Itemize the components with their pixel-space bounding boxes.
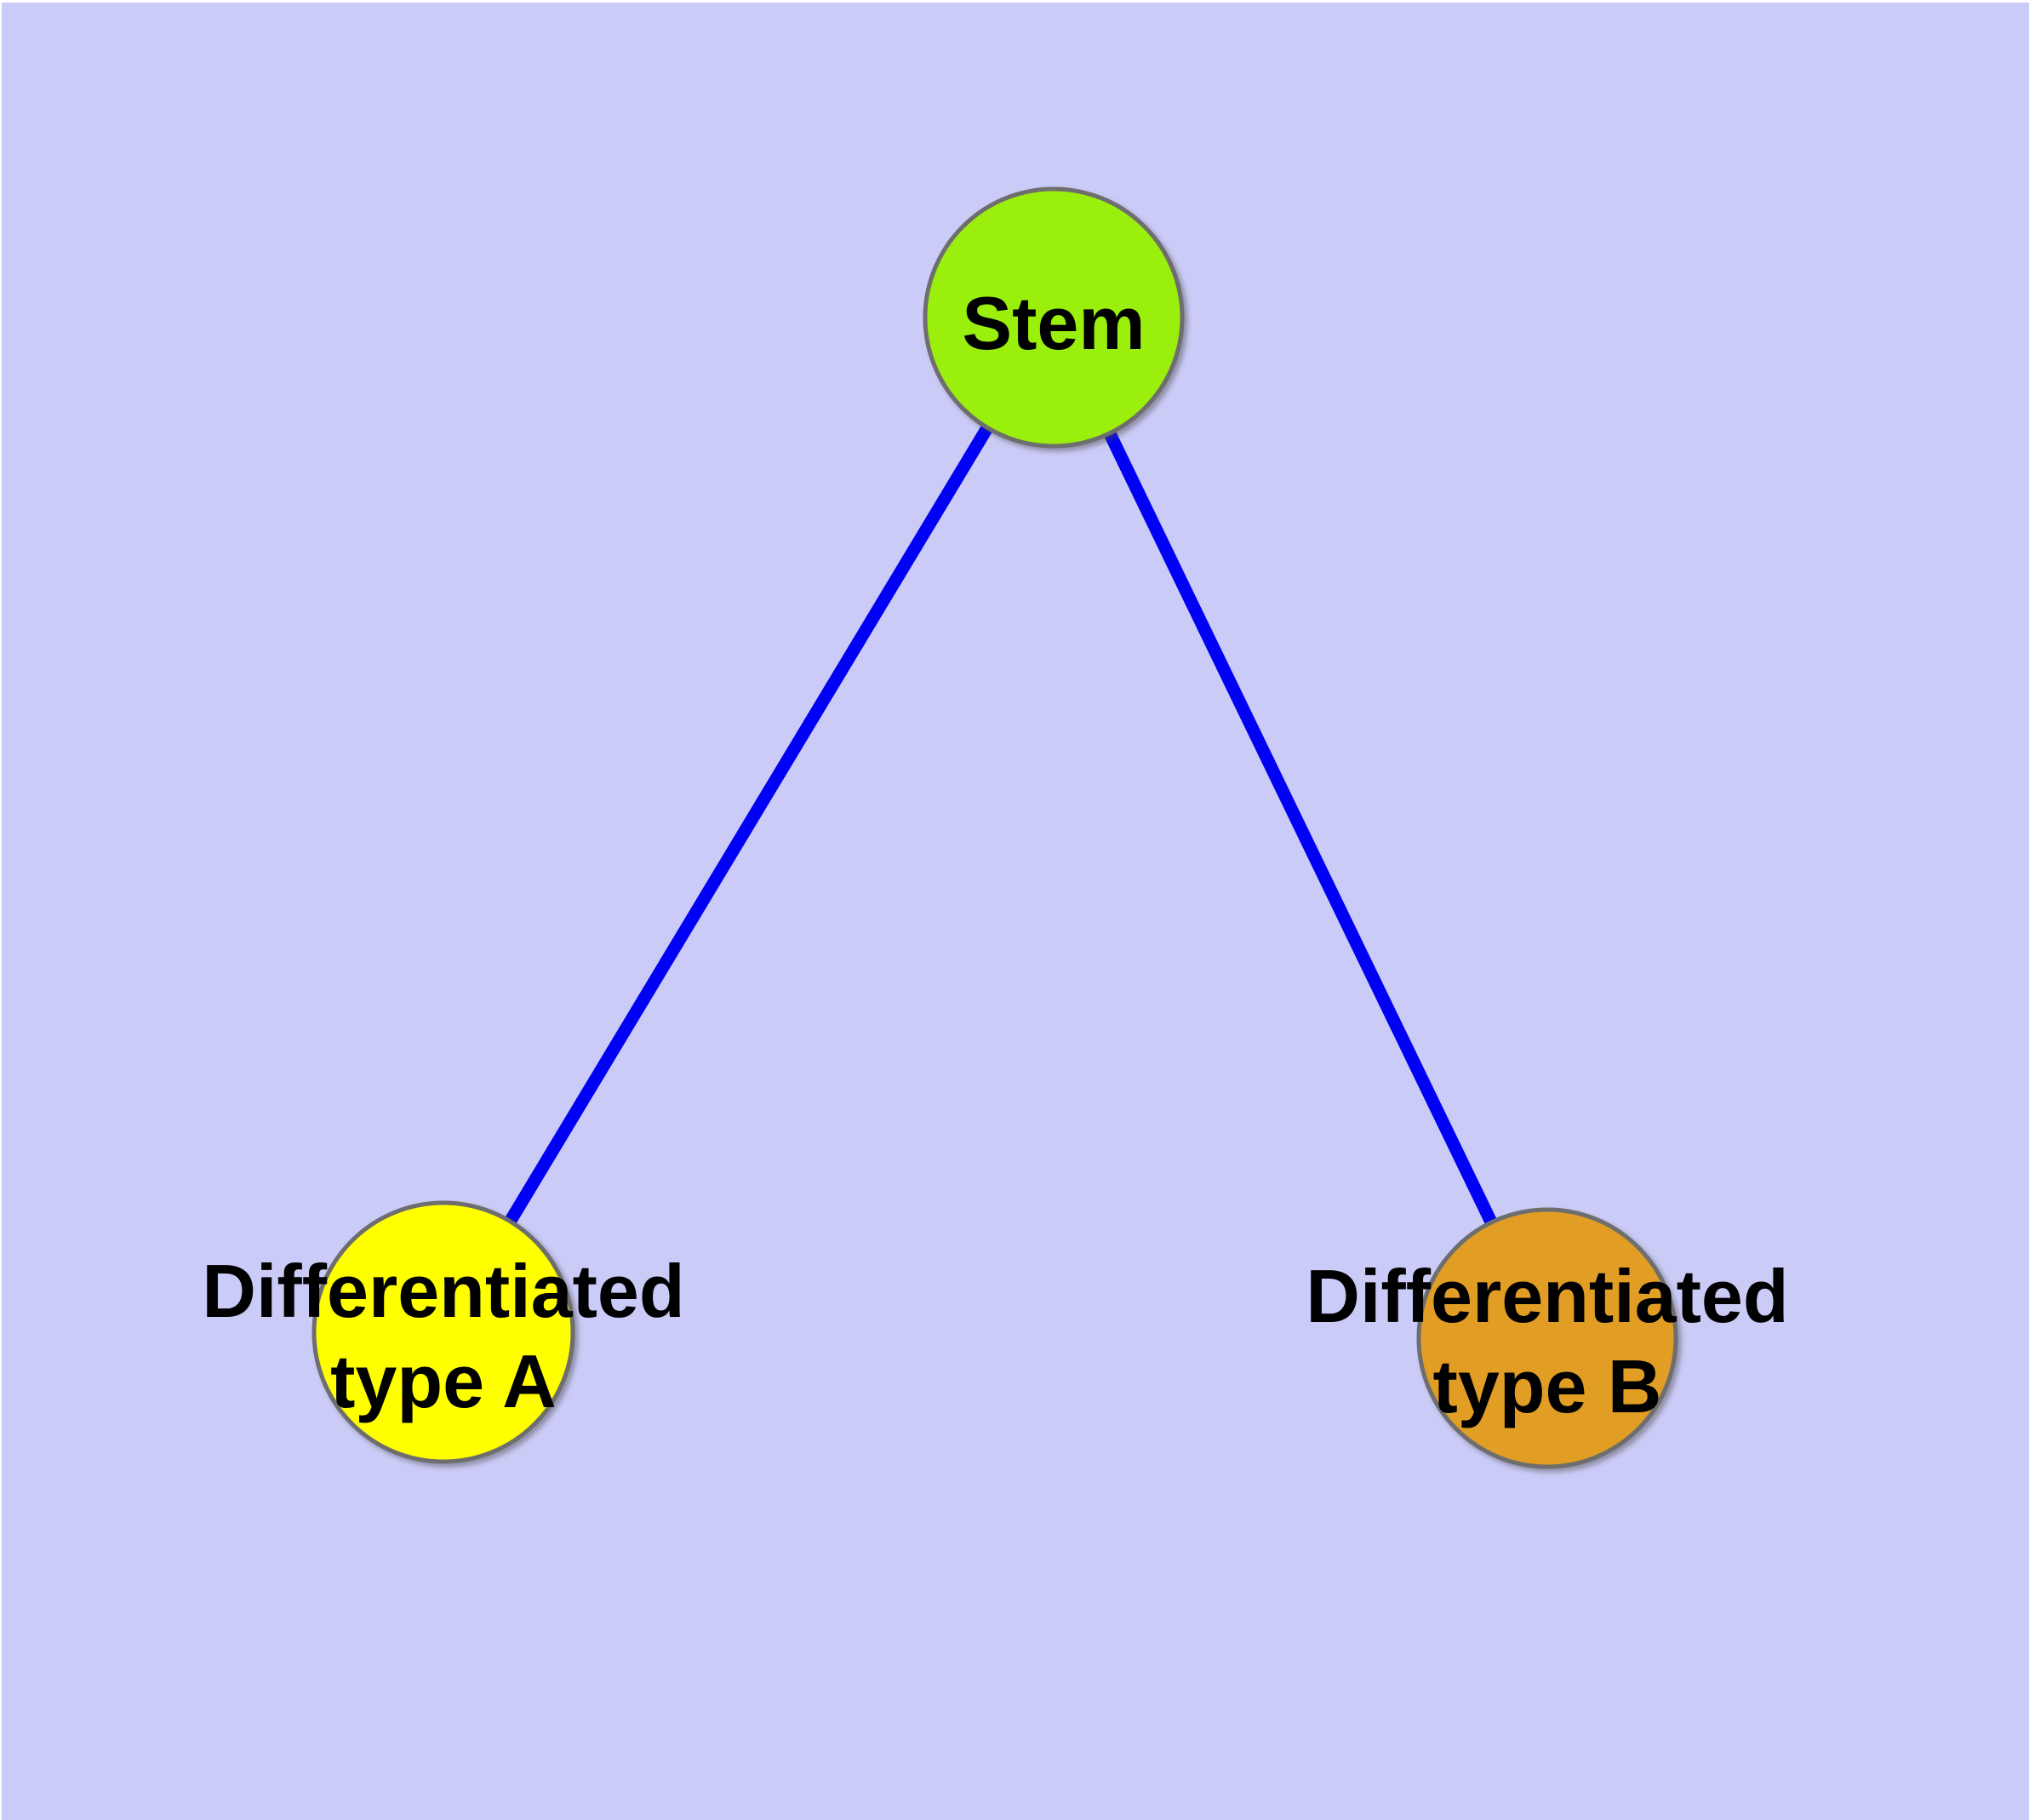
node-stem-label: Stem <box>962 281 1145 365</box>
node-type-a-label-line2: type A <box>330 1339 557 1423</box>
node-type-a-circle <box>311 1200 575 1464</box>
node-type-b-circle <box>1416 1207 1678 1469</box>
node-type-a-label-line1: Differentiated <box>202 1249 684 1333</box>
edge-stem-to-type-b <box>1048 314 1553 1342</box>
node-stem-circle <box>923 186 1185 449</box>
node-type-b-label-line2: type B <box>1433 1344 1662 1428</box>
edge-stem-to-type-a <box>437 314 1060 1336</box>
node-type-b-label-line1: Differentiated <box>1306 1254 1788 1338</box>
